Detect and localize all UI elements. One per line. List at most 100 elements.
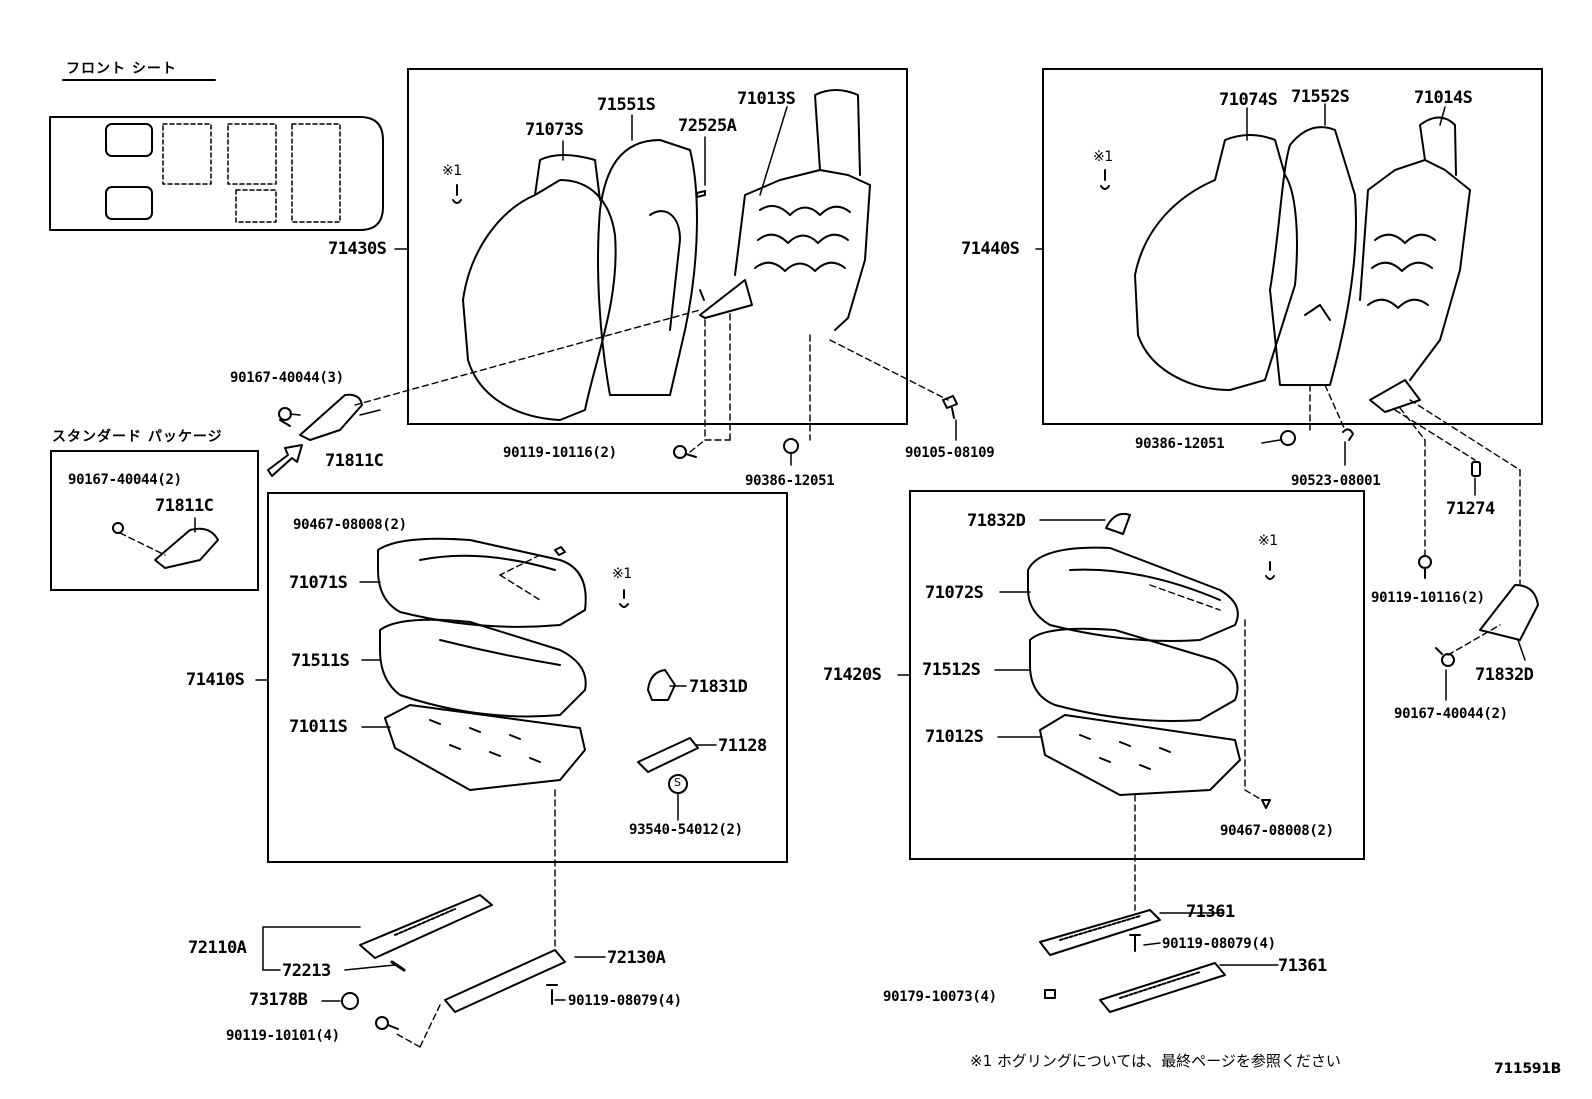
diagram-id: 711591B bbox=[1494, 1061, 1562, 1077]
std-package-box bbox=[50, 450, 259, 591]
bolt-90119-10116 bbox=[673, 445, 697, 459]
part-label-72130a[interactable]: 72130A bbox=[607, 948, 666, 968]
part-label-90467-08008-2[interactable]: 90467-08008(2) bbox=[293, 517, 407, 533]
clip-90523-08001 bbox=[1342, 428, 1354, 441]
part-label-71552s[interactable]: 71552S bbox=[1291, 87, 1350, 107]
part-label-71551s[interactable]: 71551S bbox=[597, 95, 656, 115]
part-label-71361-a[interactable]: 71361 bbox=[1186, 902, 1235, 922]
part-label-90167-40044-2-std[interactable]: 90167-40044(2) bbox=[68, 472, 182, 488]
part-label-71410s[interactable]: 71410S bbox=[186, 670, 245, 690]
seatback-pad-71552s bbox=[1269, 126, 1357, 386]
bracket-71831d bbox=[647, 669, 676, 701]
screw-s-label: S bbox=[674, 776, 681, 789]
part-label-71831d[interactable]: 71831D bbox=[689, 677, 748, 697]
bolt-90167-40044-r bbox=[1435, 647, 1455, 667]
diagram-title: フロント シート bbox=[66, 61, 177, 77]
slide-rail-72130a bbox=[444, 949, 566, 1013]
part-label-71420s[interactable]: 71420S bbox=[823, 665, 882, 685]
part-label-71430s[interactable]: 71430S bbox=[328, 239, 387, 259]
seatback-frame-right-box bbox=[1042, 68, 1543, 425]
part-label-71832d-r[interactable]: 71832D bbox=[1475, 665, 1534, 685]
hog-ring-note-mark-4: ※1 bbox=[1258, 533, 1278, 549]
std-package-label: スタンダード パッケージ bbox=[52, 429, 223, 445]
bolt-90467-08008-r bbox=[1261, 799, 1271, 809]
part-label-90386-12051-r[interactable]: 90386-12051 bbox=[1135, 436, 1225, 452]
part-label-71811c-std[interactable]: 71811C bbox=[155, 496, 214, 516]
bolt-90119-10116-r bbox=[1418, 555, 1432, 579]
leader-lines bbox=[194, 103, 1526, 1002]
cap-71274 bbox=[1471, 461, 1481, 477]
hog-ring-mark-2 bbox=[1100, 169, 1110, 190]
hog-ring-mark-1 bbox=[452, 184, 462, 204]
hog-ring-note-mark-1: ※1 bbox=[442, 163, 462, 179]
part-label-71361-b[interactable]: 71361 bbox=[1278, 956, 1327, 976]
hog-ring-note-mark-2: ※1 bbox=[1093, 149, 1113, 165]
cap-73178b bbox=[341, 992, 359, 1010]
part-label-71512s[interactable]: 71512S bbox=[922, 660, 981, 680]
assembly-dashed-lines bbox=[119, 309, 1521, 1048]
part-label-90386-12051[interactable]: 90386-12051 bbox=[745, 473, 835, 489]
part-label-90119-10116-2-r[interactable]: 90119-10116(2) bbox=[1371, 590, 1485, 606]
seatback-cover-71074s bbox=[1134, 134, 1298, 391]
cushion-frame-71011s bbox=[384, 704, 586, 791]
nut-90386-12051 bbox=[783, 438, 799, 454]
bolt-90119-08079-r bbox=[1129, 934, 1141, 952]
nut-90386-12051-r bbox=[1280, 430, 1296, 446]
part-label-71071s[interactable]: 71071S bbox=[289, 573, 348, 593]
cushion-pad-71512s bbox=[1029, 627, 1239, 722]
part-label-90523-08001[interactable]: 90523-08001 bbox=[1291, 473, 1381, 489]
part-label-71511s[interactable]: 71511S bbox=[291, 651, 350, 671]
part-label-71073s[interactable]: 71073S bbox=[525, 120, 584, 140]
part-label-90167-40044-3[interactable]: 90167-40044(3) bbox=[230, 370, 344, 386]
cushion-cover-71071s bbox=[377, 537, 587, 628]
bolt-90105-08109 bbox=[942, 395, 958, 419]
seatback-pad-71551s bbox=[597, 139, 698, 396]
bolt-90167-40044-3 bbox=[278, 407, 292, 427]
part-label-90105-08109[interactable]: 90105-08109 bbox=[905, 445, 995, 461]
part-label-71128[interactable]: 71128 bbox=[718, 736, 767, 756]
part-label-90119-08079-4-r[interactable]: 90119-08079(4) bbox=[1162, 936, 1276, 952]
lever-71811c bbox=[299, 393, 363, 441]
std-lever-71811c bbox=[112, 522, 219, 569]
knob-71832d bbox=[1105, 512, 1131, 535]
part-label-71012s[interactable]: 71012S bbox=[925, 727, 984, 747]
arrow-std-package bbox=[267, 444, 303, 477]
cushion-cover-71072s bbox=[1027, 546, 1239, 642]
part-label-72110a[interactable]: 72110A bbox=[188, 938, 247, 958]
part-label-90467-08008-2-r[interactable]: 90467-08008(2) bbox=[1220, 823, 1334, 839]
part-label-90167-40044-2-r[interactable]: 90167-40044(2) bbox=[1394, 706, 1508, 722]
part-label-71072s[interactable]: 71072S bbox=[925, 583, 984, 603]
part-label-93540-54012-2[interactable]: 93540-54012(2) bbox=[629, 822, 743, 838]
vehicle-overview-diagram bbox=[49, 79, 384, 231]
cushion-frame-71012s bbox=[1039, 714, 1241, 796]
part-label-72525a[interactable]: 72525A bbox=[678, 116, 737, 136]
part-label-71011s[interactable]: 71011S bbox=[289, 717, 348, 737]
part-label-71074s[interactable]: 71074S bbox=[1219, 90, 1278, 110]
knob-71832d-r bbox=[1479, 584, 1539, 641]
part-label-71274[interactable]: 71274 bbox=[1446, 499, 1495, 519]
slide-rail-72110a bbox=[359, 894, 493, 972]
part-label-90119-10101-4[interactable]: 90119-10101(4) bbox=[226, 1028, 340, 1044]
bolt-90119-08079 bbox=[546, 984, 558, 1005]
footnote: ※1 ホグリングについては、最終ページを参照ください bbox=[970, 1052, 1341, 1070]
part-label-71440s[interactable]: 71440S bbox=[961, 239, 1020, 259]
hog-ring-mark-3 bbox=[619, 589, 629, 608]
part-label-90119-08079-4[interactable]: 90119-08079(4) bbox=[568, 993, 682, 1009]
seatback-frame-left-box bbox=[407, 68, 908, 425]
hog-ring-note-mark-3: ※1 bbox=[612, 566, 632, 582]
hog-ring-mark-4 bbox=[1265, 561, 1275, 580]
part-label-90119-10116-2[interactable]: 90119-10116(2) bbox=[503, 445, 617, 461]
part-label-71811c[interactable]: 71811C bbox=[325, 451, 384, 471]
slide-rail-71361-b bbox=[1099, 962, 1226, 1013]
cushion-pad-71511s bbox=[379, 618, 587, 718]
part-label-71832d[interactable]: 71832D bbox=[967, 511, 1026, 531]
part-label-90179-10073-4[interactable]: 90179-10073(4) bbox=[883, 989, 997, 1005]
seatback-frame-71014s bbox=[1359, 116, 1471, 413]
part-label-71013s[interactable]: 71013S bbox=[737, 89, 796, 109]
seatback-frame-71013s bbox=[696, 89, 871, 331]
part-label-72213[interactable]: 72213 bbox=[282, 961, 331, 981]
part-label-73178b[interactable]: 73178B bbox=[249, 990, 308, 1010]
part-label-71014s[interactable]: 71014S bbox=[1414, 88, 1473, 108]
cover-71128 bbox=[637, 737, 699, 773]
